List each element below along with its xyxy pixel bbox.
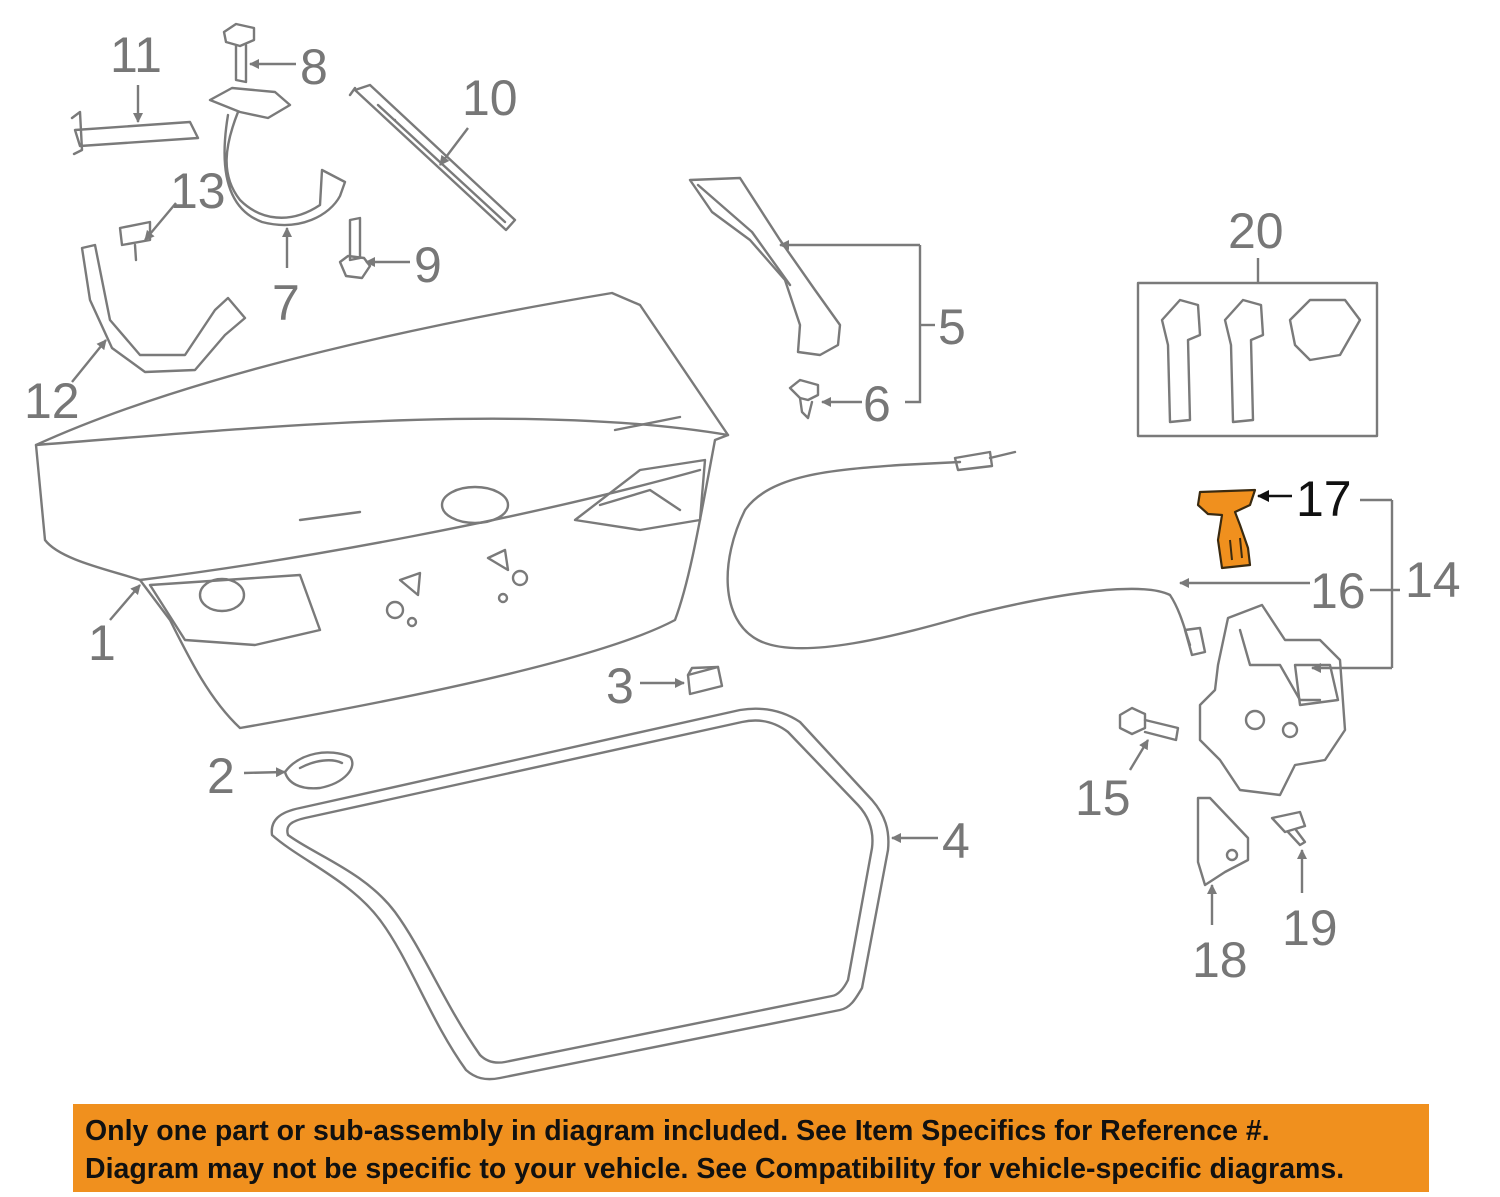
part-3-bumper (686, 665, 724, 696)
callout-11: 11 (110, 27, 162, 83)
disclaimer-banner: Only one part or sub-assembly in diagram… (73, 1104, 1429, 1192)
part-20-key-set (1136, 281, 1379, 438)
trunk-lid (34, 291, 730, 730)
callout-15: 15 (1075, 770, 1131, 826)
part-11-rod (70, 110, 200, 156)
part-17-highlighted (1196, 488, 1257, 570)
part-9-bolt (338, 216, 372, 280)
part-15-bolt (1118, 706, 1180, 742)
leader-lines (71, 59, 1400, 925)
callout-19: 19 (1282, 900, 1338, 956)
part-13-clip (118, 220, 152, 262)
callout-13: 13 (170, 163, 226, 219)
part-14-latch (1198, 603, 1347, 797)
callout-6: 6 (863, 376, 891, 432)
callout-18: 18 (1192, 932, 1248, 988)
part-5-hinge (688, 176, 842, 357)
callout-4: 4 (942, 813, 970, 869)
part-16-cable (726, 450, 1207, 657)
disclaimer-line-1: Only one part or sub-assembly in diagram… (85, 1115, 1270, 1147)
callout-8: 8 (300, 39, 328, 95)
callout-labels: 1 2 3 4 5 6 7 8 9 10 11 12 13 14 15 16 1… (24, 27, 1461, 988)
callout-16: 16 (1310, 563, 1366, 619)
callout-7: 7 (272, 275, 300, 331)
disclaimer-line-2: Diagram may not be specific to your vehi… (85, 1153, 1345, 1185)
callout-20: 20 (1228, 203, 1284, 259)
callout-2: 2 (207, 748, 235, 804)
callout-5: 5 (938, 299, 966, 355)
part-7-bracket (208, 86, 347, 227)
part-18-bracket (1196, 796, 1250, 887)
callout-10: 10 (462, 70, 518, 126)
part-12-bracket (80, 243, 247, 374)
callout-1: 1 (88, 615, 116, 671)
callout-17: 17 (1296, 471, 1352, 527)
part-10-spring (348, 83, 517, 232)
part-6-clip (788, 378, 820, 420)
part-2-grommet (283, 751, 354, 790)
part-19-screw (1270, 810, 1307, 847)
callout-3: 3 (606, 658, 634, 714)
callout-9: 9 (414, 237, 442, 293)
part-4-weatherstrip (270, 707, 890, 1081)
part-8-bolt (222, 22, 256, 84)
callout-12: 12 (24, 373, 80, 429)
callout-14: 14 (1405, 552, 1461, 608)
